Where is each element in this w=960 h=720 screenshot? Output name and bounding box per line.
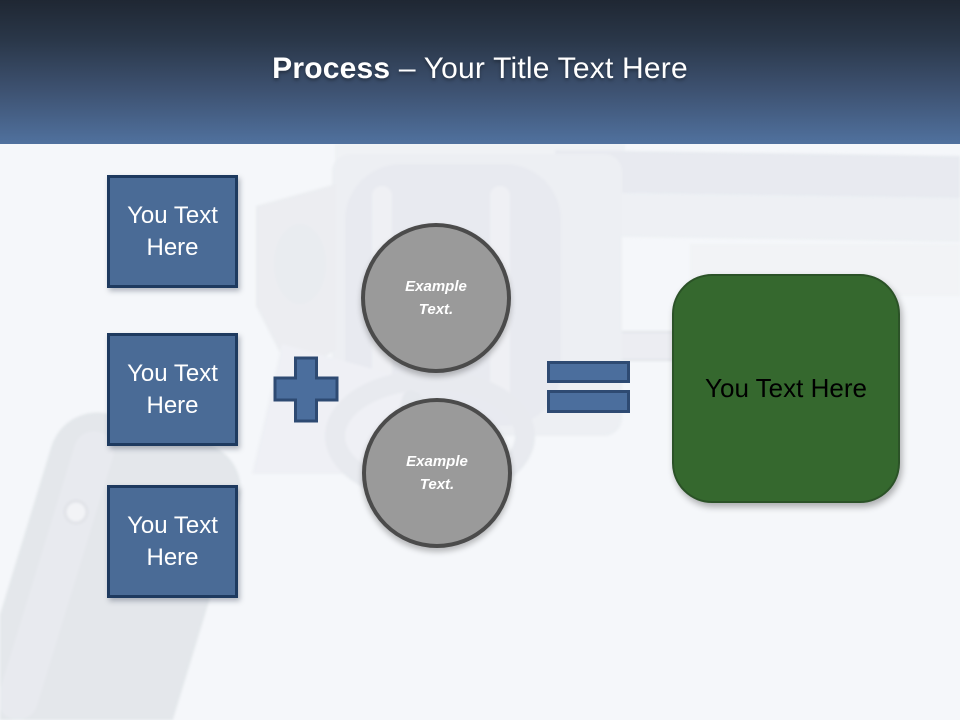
result-box[interactable]: You Text Here <box>672 274 900 503</box>
input-box-3-label: You Text Here <box>127 512 218 571</box>
slide-header: Process – Your Title Text Here <box>0 0 960 144</box>
slide-title[interactable]: Process – Your Title Text Here <box>0 52 960 86</box>
example-circle-1-label: Example Text. <box>405 277 467 318</box>
slide-title-subtitle: – Your Title Text Here <box>398 52 688 85</box>
example-circle-2-label: Example Text. <box>406 452 468 493</box>
input-box-2-label: You Text Here <box>127 360 218 419</box>
example-circle-1[interactable]: Example Text. <box>361 223 511 373</box>
slide-title-keyword: Process <box>272 52 391 85</box>
example-circle-2[interactable]: Example Text. <box>362 398 512 548</box>
input-box-1-label: You Text Here <box>127 202 218 261</box>
equals-icon[interactable] <box>546 360 632 421</box>
plus-icon[interactable] <box>273 356 339 428</box>
input-box-1[interactable]: You Text Here <box>107 175 238 288</box>
input-box-3[interactable]: You Text Here <box>107 485 238 598</box>
input-box-2[interactable]: You Text Here <box>107 333 238 446</box>
result-box-label: You Text Here <box>705 373 867 403</box>
